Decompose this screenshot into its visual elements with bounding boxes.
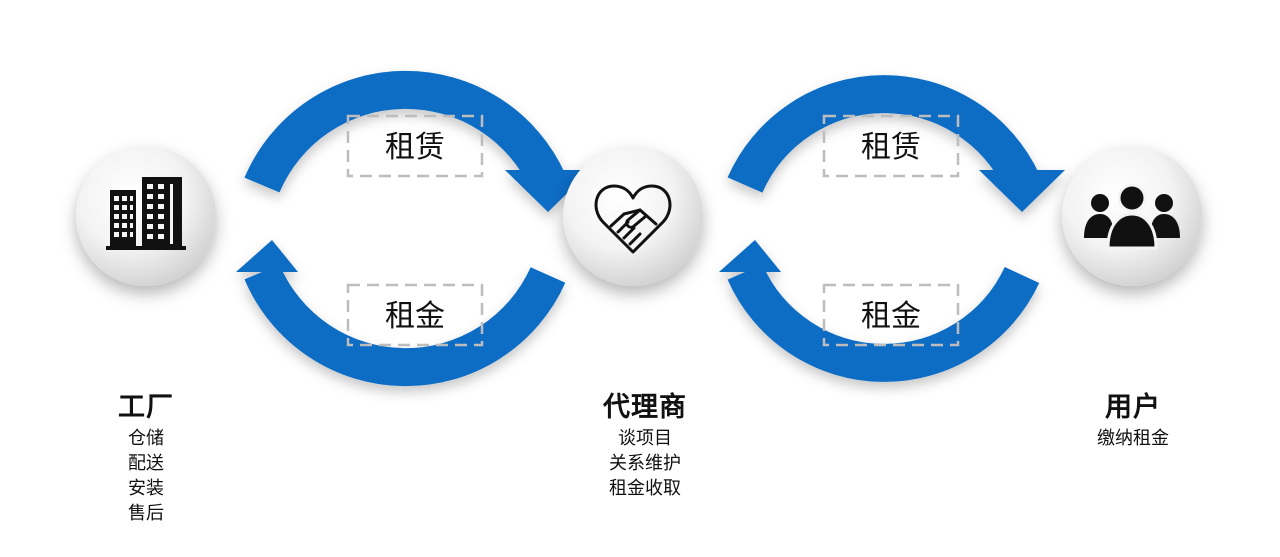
- user-label: 用户 缴纳租金: [1033, 390, 1233, 451]
- agent-title: 代理商: [603, 392, 687, 423]
- factory-node: [76, 146, 216, 286]
- user-title: 用户: [1105, 392, 1161, 423]
- agent-label: 代理商 谈项目 关系维护 租金收取: [545, 390, 745, 501]
- right-top-label: 租赁: [822, 114, 960, 178]
- factory-line: 仓储: [128, 428, 164, 449]
- svg-text:租金: 租金: [861, 299, 921, 334]
- factory-title: 工厂: [118, 392, 174, 423]
- left-bottom-label: 租金: [346, 283, 484, 347]
- agent-node: [563, 146, 703, 286]
- right-bottom-label: 租金: [822, 283, 960, 347]
- left-top-label: 租赁: [346, 114, 484, 178]
- factory-line: 售后: [128, 503, 164, 524]
- user-node: [1062, 146, 1202, 286]
- left-top-arrow: [244, 70, 591, 212]
- agent-line: 关系维护: [609, 453, 681, 474]
- factory-label: 工厂 仓储 配送 安装 售后: [46, 390, 246, 526]
- user-line: 缴纳租金: [1097, 428, 1169, 449]
- users-group-icon: [1084, 183, 1180, 250]
- svg-text:租金: 租金: [385, 299, 445, 334]
- building-icon: [106, 177, 186, 250]
- right-bottom-arrow: [719, 240, 1040, 382]
- agent-line: 谈项目: [618, 428, 672, 449]
- agent-line: 租金收取: [609, 478, 681, 499]
- right-top-arrow: [727, 75, 1065, 212]
- svg-text:租赁: 租赁: [385, 130, 445, 165]
- handshake-heart-icon: [594, 184, 672, 254]
- factory-line: 配送: [128, 453, 164, 474]
- svg-text:租赁: 租赁: [861, 130, 921, 165]
- left-bottom-arrow: [236, 240, 566, 387]
- factory-line: 安装: [128, 478, 164, 499]
